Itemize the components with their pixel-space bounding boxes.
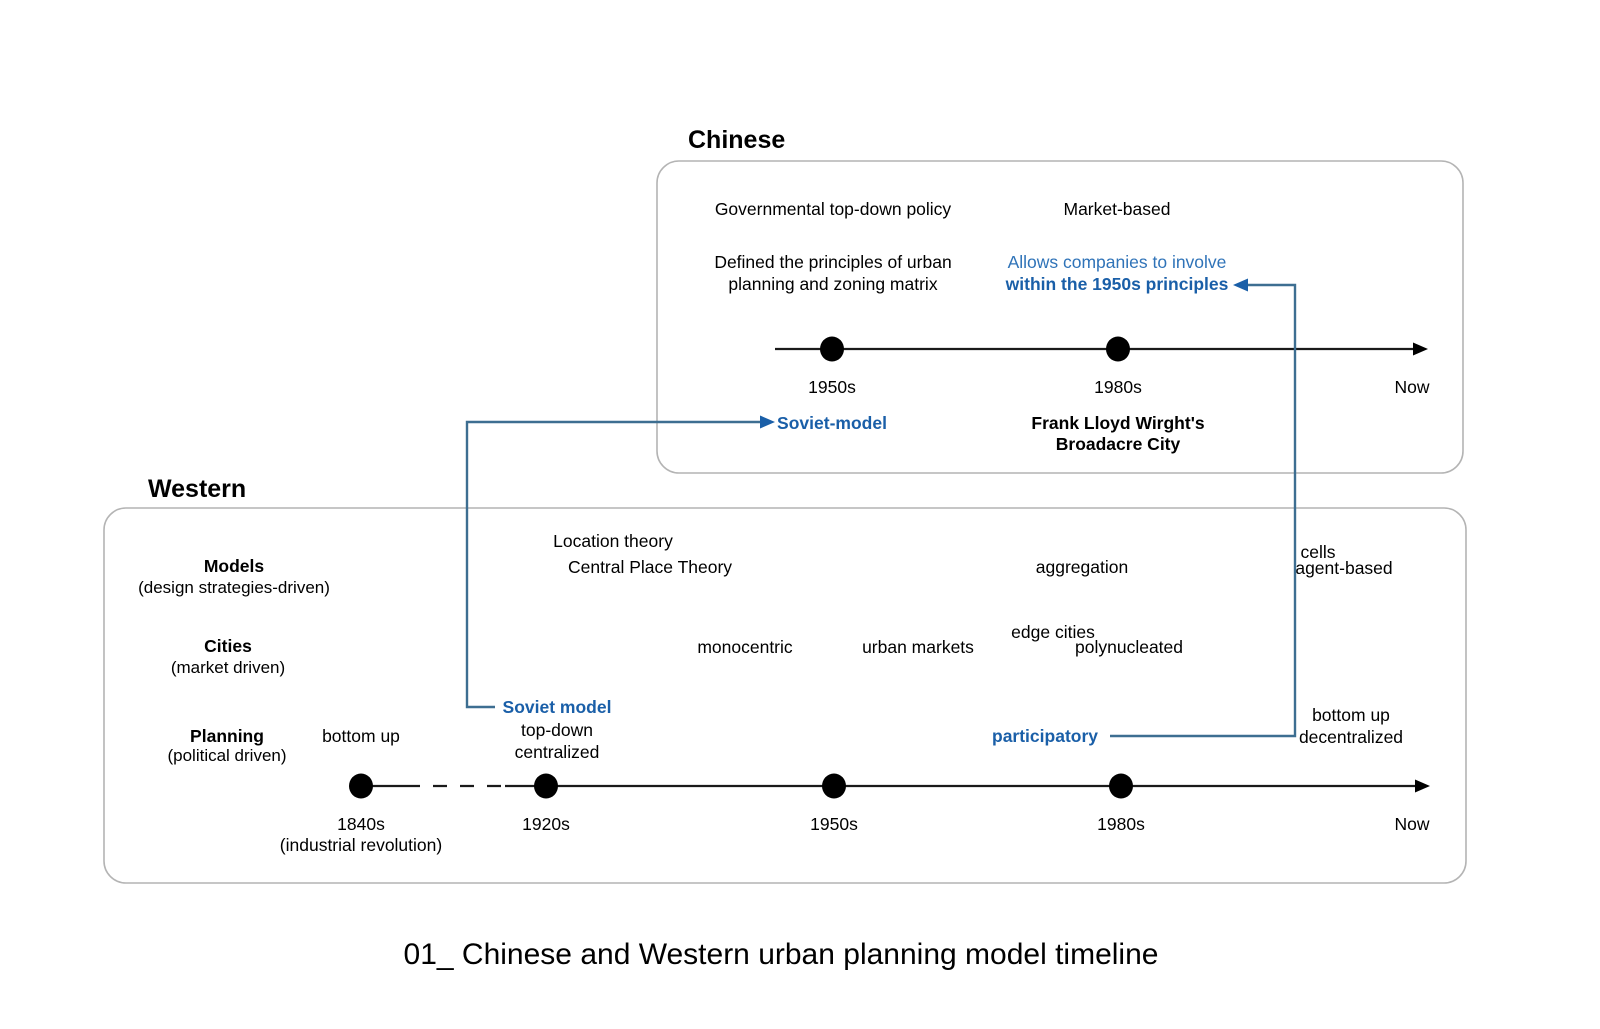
chinese-timeline-arrowhead [1413, 342, 1428, 356]
western-tick-dot-1920s [534, 773, 558, 799]
connector-soviet-model [465, 420, 760, 709]
chinese-tick-label-1980s: 1980s [1094, 377, 1142, 397]
western-panel-box [103, 507, 1467, 884]
western-planning-soviet-model: Soviet model [503, 697, 612, 717]
connector-soviet-model-arrowhead [760, 415, 775, 429]
western-panel-title: Western [148, 475, 246, 503]
chinese-desc-allows-line1: Allows companies to involve [1008, 252, 1227, 272]
western-cities-monocentric: monocentric [697, 637, 793, 657]
connector-participatory-arrowhead [1233, 278, 1248, 292]
western-tick-label-now: Now [1394, 814, 1429, 834]
western-planning-bottom-up: bottom up [322, 726, 400, 746]
western-planning-top-down: top-down [521, 720, 593, 740]
chinese-event-soviet-model: Soviet-model [777, 413, 887, 433]
western-planning-bottom-up-right: bottom up [1312, 705, 1390, 725]
chinese-desc-defined-line1: Defined the principles of urban [714, 252, 951, 272]
western-cities-edge-cities: edge cities [1011, 622, 1095, 642]
chinese-note-market-based: Market-based [1064, 199, 1171, 219]
chinese-tick-dot-1980s [1106, 336, 1130, 362]
western-tick-sublabel-1840s: (industrial revolution) [280, 835, 442, 855]
western-row-label-cities: Cities [204, 636, 252, 656]
western-planning-participatory: participatory [992, 726, 1098, 746]
chinese-event-broadacre-line2: Broadacre City [1056, 434, 1181, 454]
connector-participatory [1110, 283, 1297, 738]
figure-caption: 01_ Chinese and Western urban planning m… [404, 938, 1159, 971]
chinese-desc-allows-line2: within the 1950s principles [1005, 274, 1229, 294]
western-row-label-planning: Planning [190, 726, 264, 746]
western-timeline-arrowhead [1415, 779, 1430, 793]
western-models-aggregation: aggregation [1036, 557, 1128, 577]
western-tick-label-1920s: 1920s [522, 814, 570, 834]
chinese-tick-dot-1950s [820, 336, 844, 362]
western-row-sublabel-planning: (political driven) [167, 746, 286, 765]
western-cities-polynucleated: polynucleated [1075, 637, 1183, 657]
western-tick-label-1980s: 1980s [1097, 814, 1145, 834]
western-models-location-theory: Location theory [553, 531, 673, 551]
western-row-sublabel-cities: (market driven) [171, 658, 285, 677]
chinese-event-broadacre-line1: Frank Lloyd Wirght's [1031, 413, 1204, 433]
chinese-note-gov-policy: Governmental top-down policy [715, 199, 952, 219]
western-planning-decentralized: decentralized [1299, 727, 1403, 747]
western-row-sublabel-models: (design strategies-driven) [138, 578, 330, 597]
western-models-central-place-theory: Central Place Theory [568, 557, 732, 577]
western-planning-centralized: centralized [515, 742, 600, 762]
western-models-agent-based: agent-based [1295, 558, 1392, 578]
western-tick-label-1950s: 1950s [810, 814, 858, 834]
chinese-panel-title: Chinese [688, 126, 785, 154]
western-tick-dot-1950s [822, 773, 846, 799]
western-row-label-models: Models [204, 556, 265, 576]
chinese-tick-label-now: Now [1394, 377, 1429, 397]
western-tick-dot-1840s [349, 773, 373, 799]
western-tick-dot-1980s [1109, 773, 1133, 799]
western-tick-label-1840s: 1840s [337, 814, 385, 834]
chinese-panel-box [656, 160, 1464, 474]
chinese-tick-label-1950s: 1950s [808, 377, 856, 397]
chinese-desc-defined-line2: planning and zoning matrix [728, 274, 937, 294]
western-cities-urban-markets: urban markets [862, 637, 974, 657]
western-models-cells: cells [1300, 542, 1335, 562]
